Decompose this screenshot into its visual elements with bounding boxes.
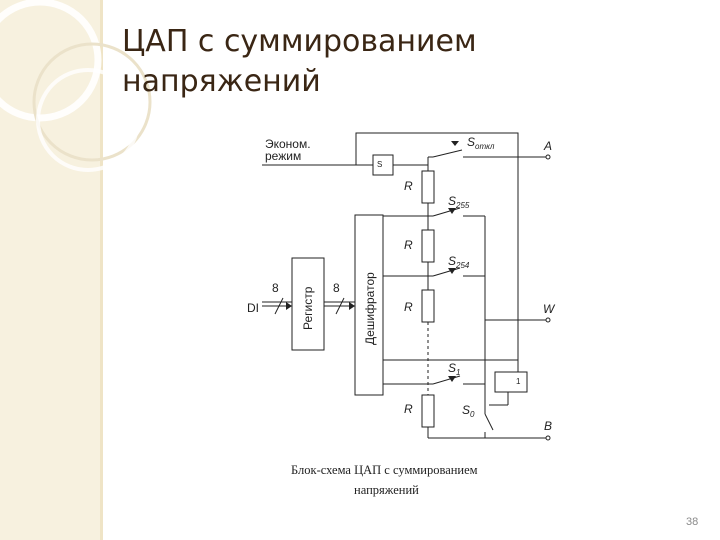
or-gate-block (494, 371, 528, 393)
resistor-2-label: R (404, 238, 413, 252)
s1-blade (432, 375, 461, 385)
or-gate-label: 1 (516, 377, 521, 386)
page-number: 38 (686, 516, 699, 528)
trigger-label: S (377, 160, 382, 169)
s254-blade (432, 267, 461, 277)
resistor-2 (421, 229, 435, 263)
s255-label: S255 (448, 194, 470, 210)
mode-label: режим (265, 149, 301, 163)
resistor-top-label: R (404, 179, 413, 193)
top-rail-wire (355, 132, 519, 360)
slide-title: ЦАП с суммированием напряжений (122, 24, 477, 99)
terminal-a-dot (545, 154, 551, 160)
reg-out-bus-slash (335, 297, 345, 315)
s255-arrow (448, 208, 456, 214)
decoder-label: Дешифратор (363, 272, 377, 345)
ring-2 (32, 42, 152, 162)
s-off-label: Sоткл (467, 135, 495, 151)
s0-label: S0 (462, 403, 475, 419)
s255-blade (432, 207, 461, 217)
di-label: DI (247, 301, 259, 315)
s254-arrow (448, 268, 456, 274)
econom-label: Эконом. (265, 137, 311, 151)
terminal-w-dot (545, 317, 551, 323)
sidebar-divider (100, 0, 103, 540)
terminal-b-label: B (544, 419, 552, 433)
resistor-bottom-label: R (404, 402, 413, 416)
terminal-a-label: A (543, 139, 552, 153)
register-label: Регистр (301, 286, 315, 330)
resistor-3-label: R (404, 300, 413, 314)
di-bus-slash (274, 297, 284, 315)
switch-arrows (286, 141, 459, 382)
di-arrow (286, 302, 292, 310)
resistor-top (421, 170, 435, 204)
caption-line-2: напряжений (354, 483, 419, 497)
resistor-3 (421, 289, 435, 323)
register-block (291, 257, 325, 351)
ring-3 (36, 68, 140, 172)
s254-label: S254 (448, 254, 470, 270)
caption-line-1: Блок-схема ЦАП с суммированием (291, 463, 478, 477)
bus-width-out-label: 8 (333, 281, 340, 295)
trigger-block (372, 154, 394, 176)
s1-arrow (448, 376, 456, 382)
s0-blade (484, 413, 494, 431)
terminal-b-dot (545, 435, 551, 441)
terminals (545, 154, 551, 441)
decoder-block (354, 214, 384, 396)
bus-arrow (349, 302, 355, 310)
terminal-w-label: W (543, 302, 556, 316)
bus-width-in-label: 8 (272, 281, 279, 295)
s-off-arrow (451, 141, 459, 146)
resistor-bottom (421, 394, 435, 428)
s-off-blade (432, 149, 463, 158)
s1-label: S1 (448, 361, 460, 377)
